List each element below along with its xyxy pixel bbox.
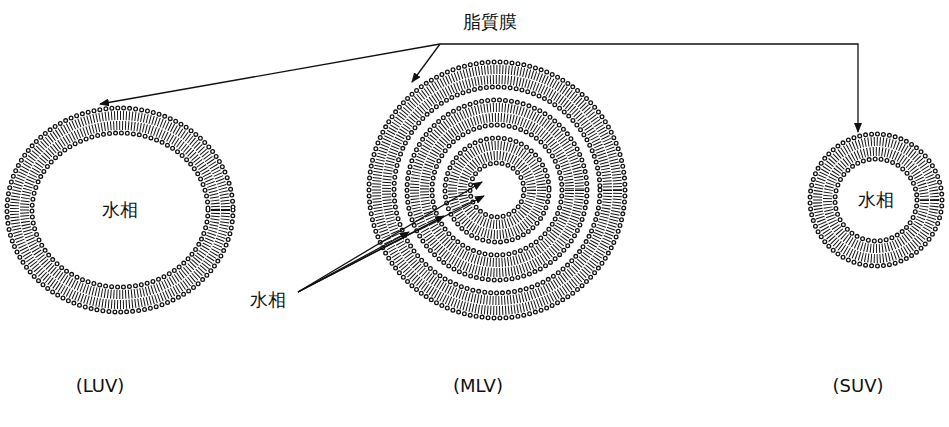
membrane-label: 脂質膜	[460, 10, 520, 34]
membrane-leaders	[100, 44, 858, 132]
vesicle-type-label: (MLV)	[450, 374, 506, 398]
vesicle-type-label: (LUV)	[73, 374, 128, 398]
suv-bilayer	[810, 134, 942, 266]
vesicle-type-label: (SUV)	[830, 374, 887, 398]
aqueous-phase-callout: 水相	[247, 288, 289, 312]
aqueous-leaders	[298, 182, 484, 292]
aqueous-phase-label: 水相	[99, 198, 141, 222]
mlv-bilayers	[369, 62, 625, 318]
luv-bilayer	[7, 108, 233, 312]
aqueous-phase-label: 水相	[855, 188, 897, 212]
